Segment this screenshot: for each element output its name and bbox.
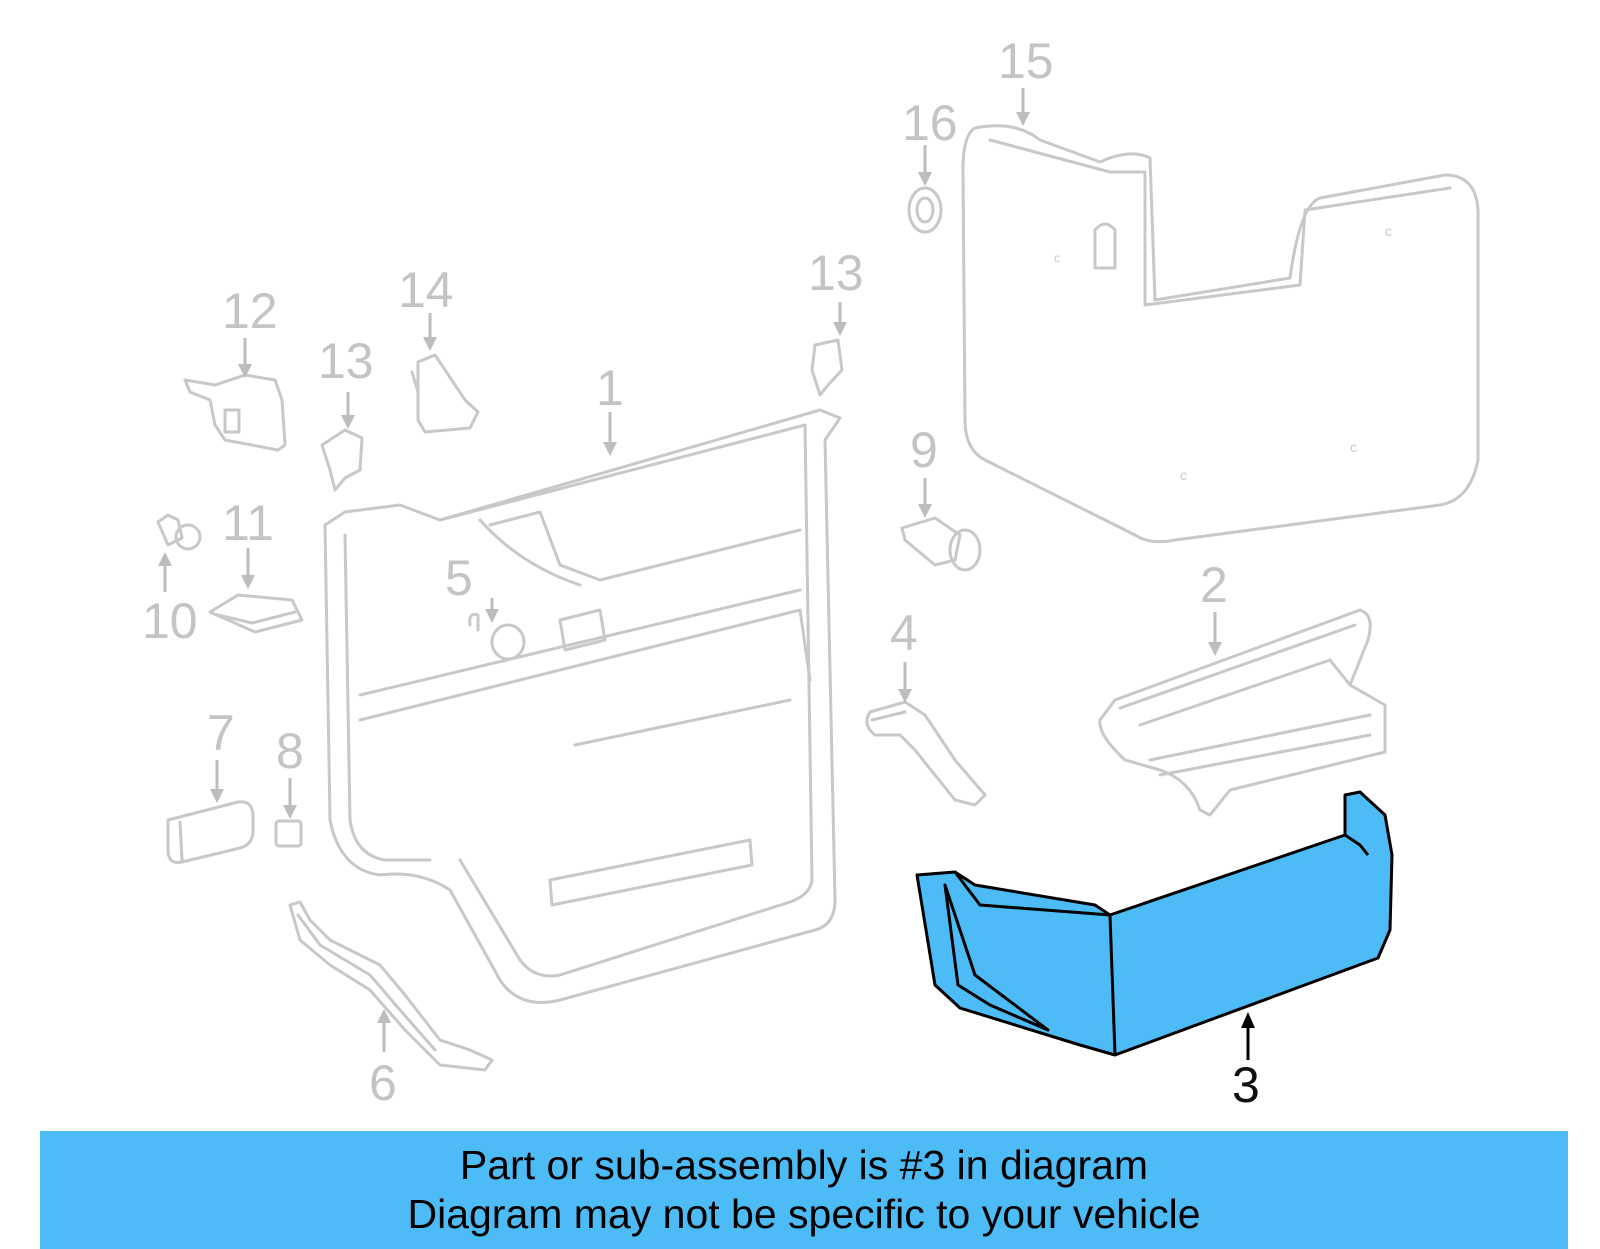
info-banner: Part or sub-assembly is #3 in diagram Di… (40, 1131, 1568, 1249)
label-8: 8 (276, 723, 304, 779)
part-11-switch-bezel (208, 593, 304, 634)
part-7-plug (166, 800, 255, 864)
label-13a: 13 (318, 333, 374, 389)
svg-text:c: c (1385, 223, 1392, 239)
label-6: 6 (369, 1055, 397, 1111)
svg-text:c: c (1350, 439, 1357, 455)
part-3-body (915, 790, 1394, 1057)
part-9-pushpin (900, 516, 982, 572)
part-13b-clip (810, 338, 844, 397)
label-2: 2 (1200, 557, 1228, 613)
label-14: 14 (398, 262, 454, 318)
label-16: 16 (902, 95, 958, 151)
label-10: 10 (142, 593, 198, 649)
svg-text:c: c (1180, 467, 1187, 483)
arrowhead-3 (1241, 1012, 1255, 1028)
part-5-clip (468, 613, 526, 661)
part-16-grommet (907, 186, 943, 234)
part-10-retainer (156, 513, 202, 551)
part-8-cap (274, 819, 303, 848)
callout-labels: 15 16 13 14 12 13 1 9 11 5 2 10 4 7 8 6 … (142, 33, 1260, 1113)
part-2-armrest (1098, 608, 1387, 817)
label-11: 11 (222, 495, 274, 551)
callout-arrows (158, 88, 1255, 1060)
banner-part-note: Part or sub-assembly is #3 in diagram (459, 1142, 1149, 1188)
label-1: 1 (596, 360, 624, 416)
part-6-weatherstrip (288, 900, 494, 1072)
part-12-bezel (183, 373, 287, 452)
label-12: 12 (222, 283, 278, 339)
label-5: 5 (445, 550, 473, 606)
part-15-insulator: c c c c (961, 124, 1480, 544)
label-9: 9 (910, 422, 938, 478)
part-14-bracket (410, 353, 480, 434)
label-4: 4 (890, 605, 918, 661)
label-7: 7 (207, 705, 235, 761)
part-3-map-pocket (915, 790, 1394, 1057)
part-1-door-panel (323, 408, 842, 1004)
label-15: 15 (998, 33, 1054, 89)
part-13a-clip (320, 428, 364, 492)
label-13b: 13 (808, 245, 864, 301)
part-4-handle (865, 700, 987, 807)
svg-text:c: c (1054, 251, 1060, 265)
banner-disclaimer: Diagram may not be specific to your vehi… (407, 1191, 1201, 1237)
label-3: 3 (1232, 1057, 1260, 1113)
